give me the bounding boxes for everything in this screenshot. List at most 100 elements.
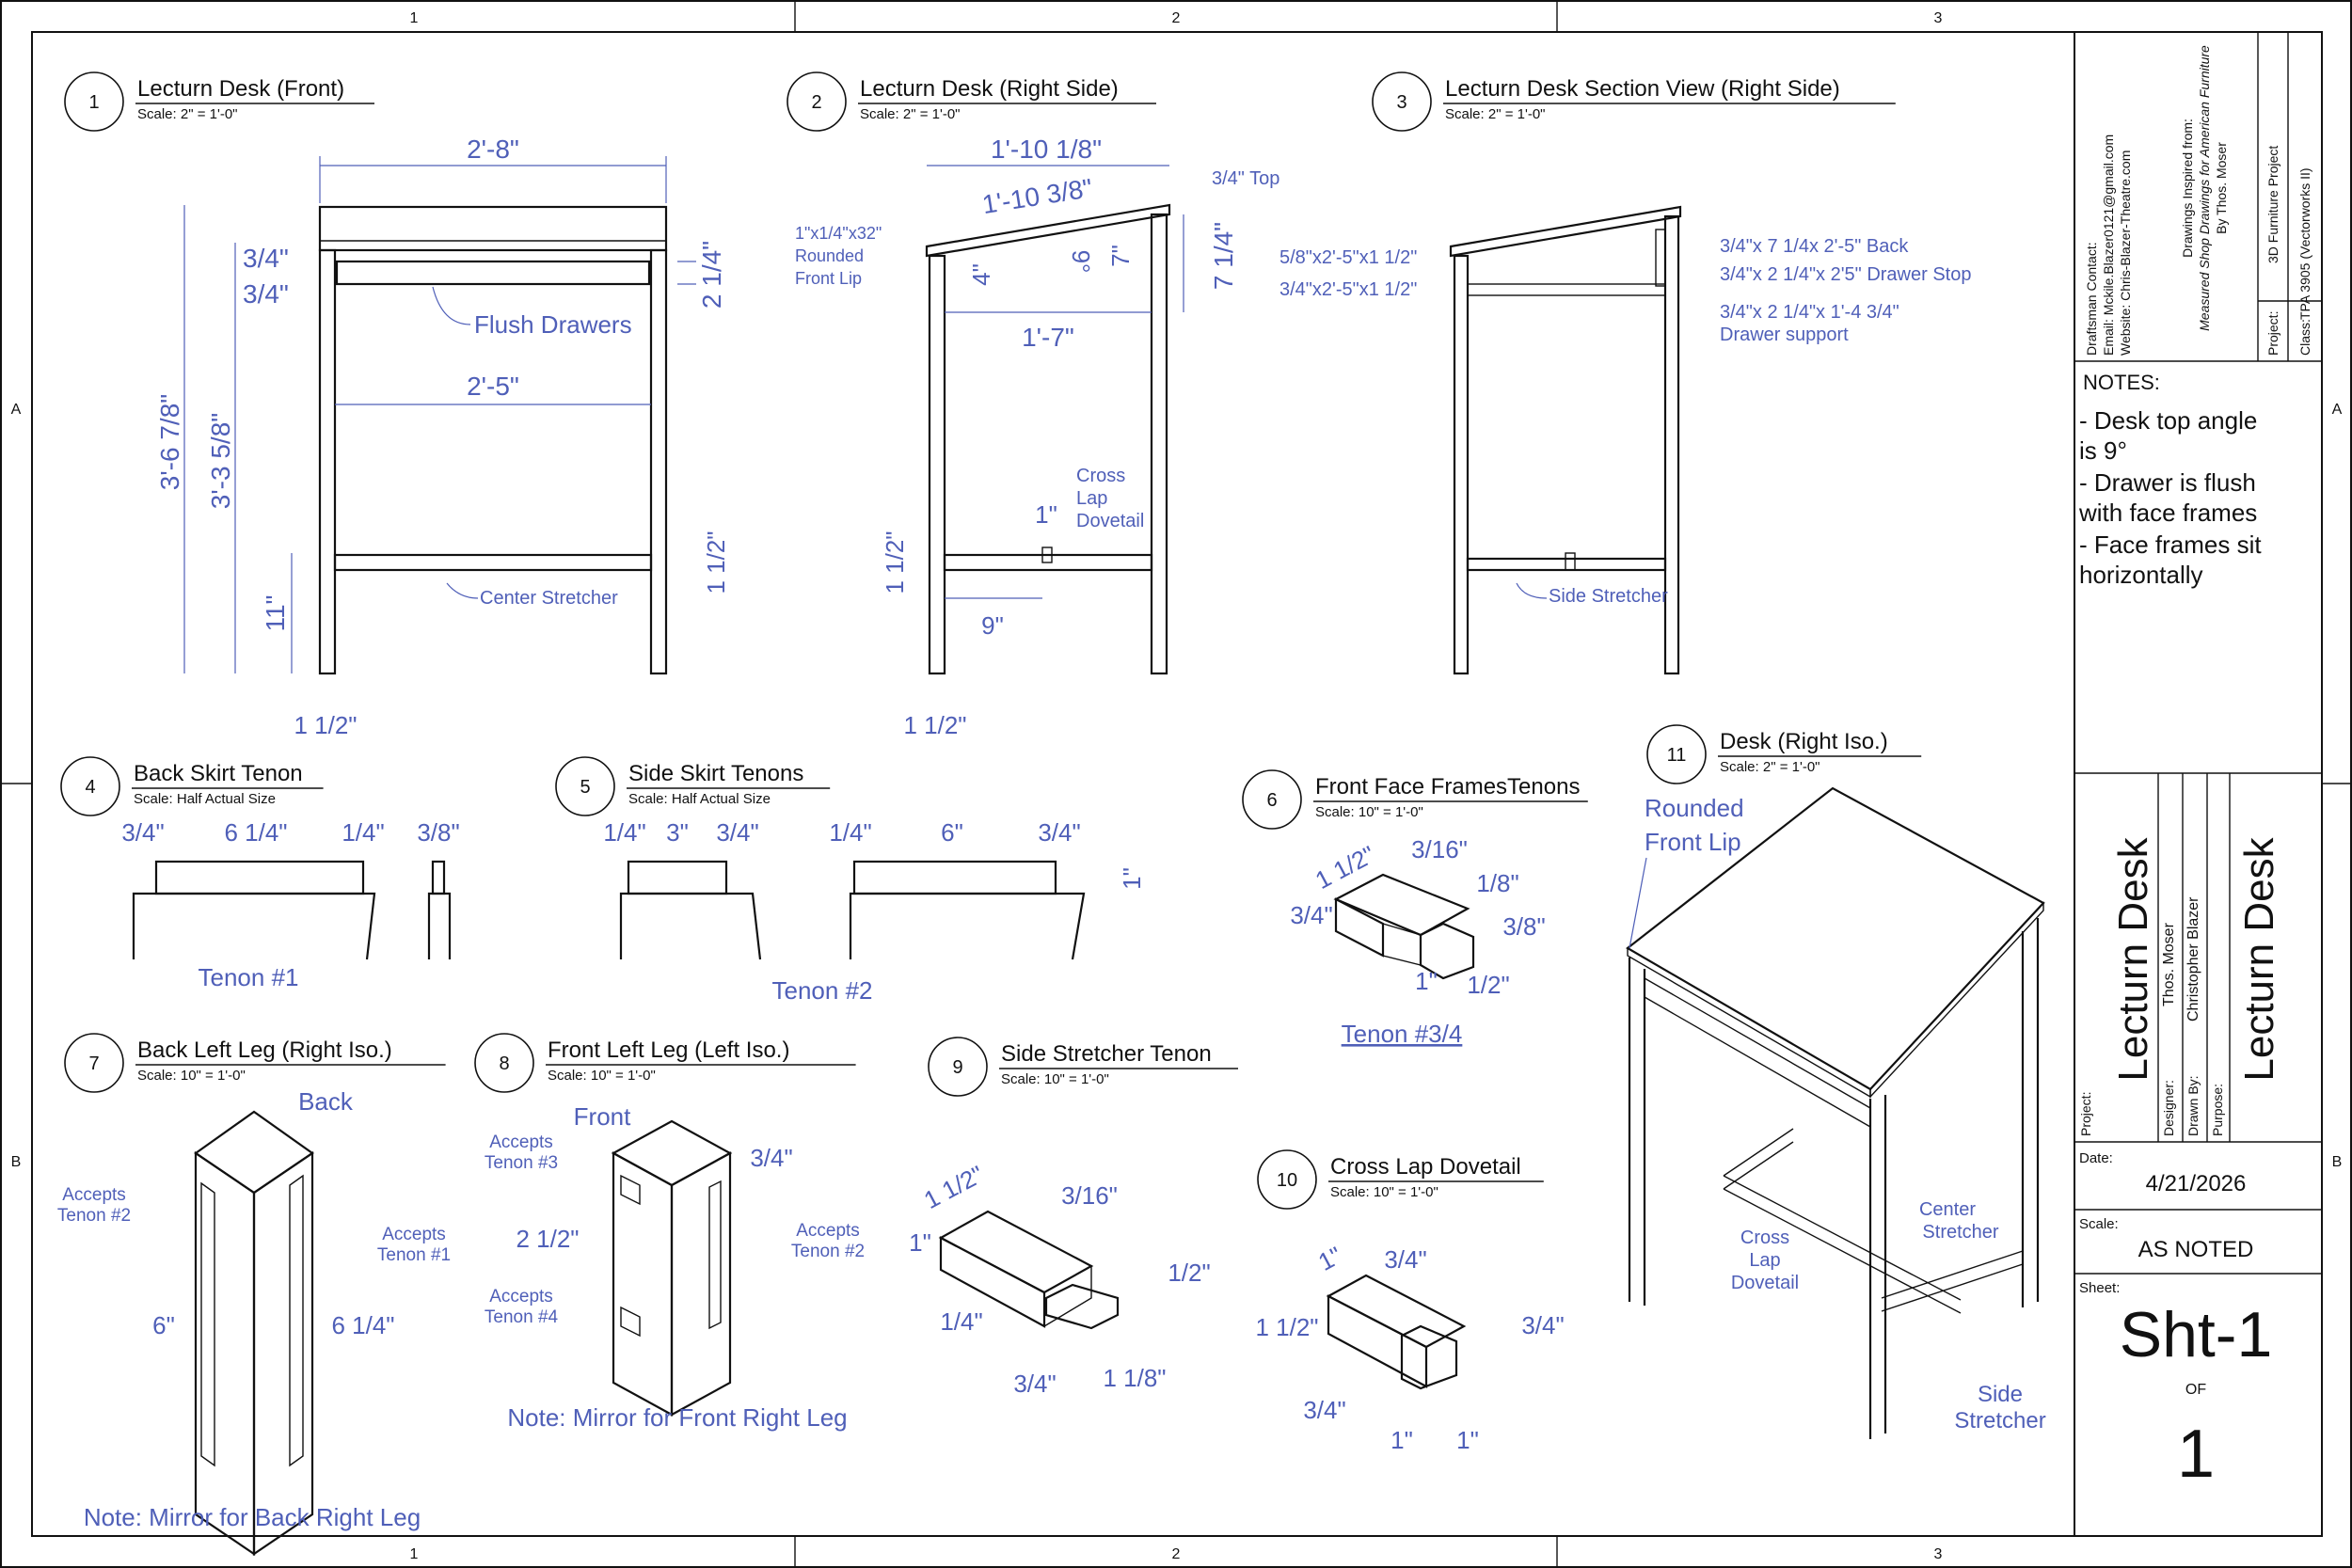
v10-f: 1" — [1391, 1426, 1413, 1454]
v7-six: 6" — [152, 1311, 175, 1339]
v8-acc2-2: Tenon #2 — [791, 1242, 865, 1261]
view-title: Lecturn Desk (Front) — [137, 76, 344, 102]
title-block: Draftsman Contact: Email: Mckile.Blazer0… — [2074, 31, 2323, 1537]
view-scale: Scale: 10" = 1'-0" — [1330, 1184, 1438, 1200]
v1-stretcher-thickness: 1 1/2" — [702, 531, 730, 594]
v11-center-1: Center — [1919, 1199, 1976, 1220]
view-title: Lecturn Desk (Right Side) — [860, 76, 1119, 102]
v11-lip-1: Rounded — [1645, 794, 1744, 822]
v2-top-label: 3/4" Top — [1212, 168, 1279, 189]
v1-top-thickness-2: 3/4" — [243, 279, 289, 309]
v11-center-2: Stretcher — [1922, 1222, 1998, 1243]
v2-7-1-4in: 7 1/4" — [1209, 222, 1238, 290]
v3-left-2: 3/4"x2'-5"x1 1/2" — [1279, 279, 1417, 300]
view-number: 8 — [499, 1053, 509, 1074]
view-10-cross-lap-dovetail: 1" 3/4" 1 1/2" 3/4" 3/4" 1" 1" — [1255, 1241, 1564, 1454]
v7-acc2-1: Accepts — [62, 1185, 126, 1205]
v2-stretcher-height: 1 1/2" — [881, 531, 909, 594]
view-scale: Scale: 10" = 1'-0" — [1001, 1071, 1109, 1087]
tb-designer-label: Designer: — [2161, 1080, 2176, 1136]
view-number: 5 — [580, 777, 590, 798]
v1-inner-width: 2'-5" — [467, 372, 519, 401]
v5-f: 3/4" — [1038, 818, 1080, 847]
col-label-3-top: 3 — [1934, 10, 1943, 26]
v1-top-thickness-1: 3/4" — [243, 244, 289, 273]
view-number: 7 — [88, 1053, 99, 1074]
view-title: Lecturn Desk Section View (Right Side) — [1445, 76, 1840, 102]
v6-e: 3/8" — [1502, 912, 1545, 941]
v3-left-1: 5/8"x2'-5"x1 1/2" — [1279, 247, 1417, 268]
v2-cross-1: Cross — [1076, 466, 1125, 486]
v2-lip-line-2: Rounded — [795, 246, 864, 265]
view-7-back-left-leg: Back Accepts Tenon #2 Accepts Tenon #1 6… — [57, 1087, 451, 1557]
row-label-b-right: B — [2332, 1154, 2343, 1170]
v11-cross-3: Dovetail — [1731, 1273, 1799, 1293]
v3-right-2: 3/4"x 2 1/4"x 2'5" Drawer Stop — [1720, 264, 1971, 285]
v4-b: 6 1/4" — [224, 818, 287, 847]
v1-stretcher-height: 11" — [261, 594, 290, 631]
tb-note-4: with face frames — [2078, 499, 2257, 527]
view-11-desk-isometric: Rounded Front Lip Cross Lap Dovetail Cen… — [1626, 786, 2046, 1439]
v10-g: 1" — [1456, 1426, 1479, 1454]
v6-b: 3/16" — [1411, 835, 1468, 863]
v5-d: 1/4" — [829, 818, 871, 847]
view-number-circle — [64, 71, 124, 132]
v7-six-quarter: 6 1/4" — [331, 1311, 394, 1339]
v3-right-1: 3/4"x 7 1/4x 2'-5" Back — [1720, 236, 1909, 257]
v9-e: 1/4" — [940, 1307, 982, 1336]
v8-acc3-2: Tenon #3 — [485, 1153, 558, 1173]
view-5-side-skirt-tenons: 1/4" 3" 3/4" 1/4" 6" 3/4" 1" Tenon #2 — [603, 818, 1146, 1005]
v8-acc4-1: Accepts — [489, 1287, 553, 1307]
v11-side-2: Stretcher — [1954, 1408, 2045, 1433]
view-number-circle — [555, 756, 615, 816]
view-scale: Scale: 2" = 1'-0" — [860, 106, 961, 122]
v1-leg-width: 1 1/2" — [294, 711, 357, 739]
tb-purpose-label: Purpose: — [2210, 1084, 2225, 1136]
v6-f: 1" — [1415, 967, 1438, 995]
view-number: 9 — [952, 1057, 962, 1078]
view-number-circle — [474, 1033, 534, 1093]
v10-b: 3/4" — [1384, 1245, 1426, 1274]
view-title: Cross Lap Dovetail — [1330, 1154, 1521, 1180]
v7-acc1-2: Tenon #1 — [377, 1245, 451, 1265]
v4-d: 3/8" — [417, 818, 459, 847]
view-6-face-frame-tenons: 1 1/2" 3/16" 1/8" 3/4" 3/8" 1" 1/2" Teno… — [1290, 835, 1545, 1048]
view-title: Desk (Right Iso.) — [1720, 729, 1888, 754]
v2-angle: 9° — [1067, 250, 1095, 274]
tb-class-label: Class: — [2297, 319, 2312, 356]
view-scale: Scale: Half Actual Size — [134, 791, 276, 807]
row-label-a-right: A — [2332, 402, 2343, 418]
row-label-b-left: B — [11, 1154, 22, 1170]
v4-c: 1/4" — [342, 818, 384, 847]
tb-sheet-label: Sheet: — [2079, 1280, 2120, 1296]
row-label-a-left: A — [11, 402, 22, 418]
v2-4in: 4" — [967, 263, 995, 286]
tb-contact-3: Website: Chris-Blazer-Theatre.com — [2118, 150, 2133, 356]
view-9-side-stretcher-tenon: 1 1/2" 3/16" 1" 1/2" 1/4" 3/4" 1 1/8" — [909, 1160, 1211, 1398]
col-label-3-bottom: 3 — [1934, 1546, 1943, 1562]
tb-drawn: Christopher Blazer — [2185, 896, 2201, 1022]
view-number: 4 — [85, 777, 95, 798]
tb-inspired-1: Drawings Inspired from: — [2180, 119, 2195, 258]
col-label-1-top: 1 — [410, 10, 419, 26]
view-number: 11 — [1667, 745, 1687, 766]
v2-top-length-2: 1'-10 3/8" — [980, 173, 1094, 219]
v8-note: Note: Mirror for Front Right Leg — [507, 1403, 847, 1432]
v1-center-stretcher: Center Stretcher — [480, 588, 618, 609]
v10-e: 3/4" — [1303, 1396, 1345, 1424]
v3-right-3: 3/4"x 2 1/4"x 1'-4 3/4" — [1720, 302, 1899, 323]
view-number: 10 — [1277, 1170, 1297, 1191]
v2-cross-3: Dovetail — [1076, 511, 1144, 531]
view-title: Side Skirt Tenons — [628, 761, 803, 786]
tb-project-label-2: Project: — [2078, 1092, 2093, 1136]
v7-acc1-1: Accepts — [382, 1225, 446, 1244]
view-3-section-view: 5/8"x2'-5"x1 1/2" 3/4"x2'-5"x1 1/2" 3/4"… — [1279, 205, 1971, 675]
v7-back: Back — [298, 1087, 354, 1116]
tb-note-2: is 9° — [2079, 436, 2127, 465]
v2-leg-width: 1 1/2" — [903, 711, 966, 739]
tb-total: 1 — [2177, 1417, 2215, 1492]
tb-drawn-label: Drawn By: — [2185, 1075, 2201, 1136]
